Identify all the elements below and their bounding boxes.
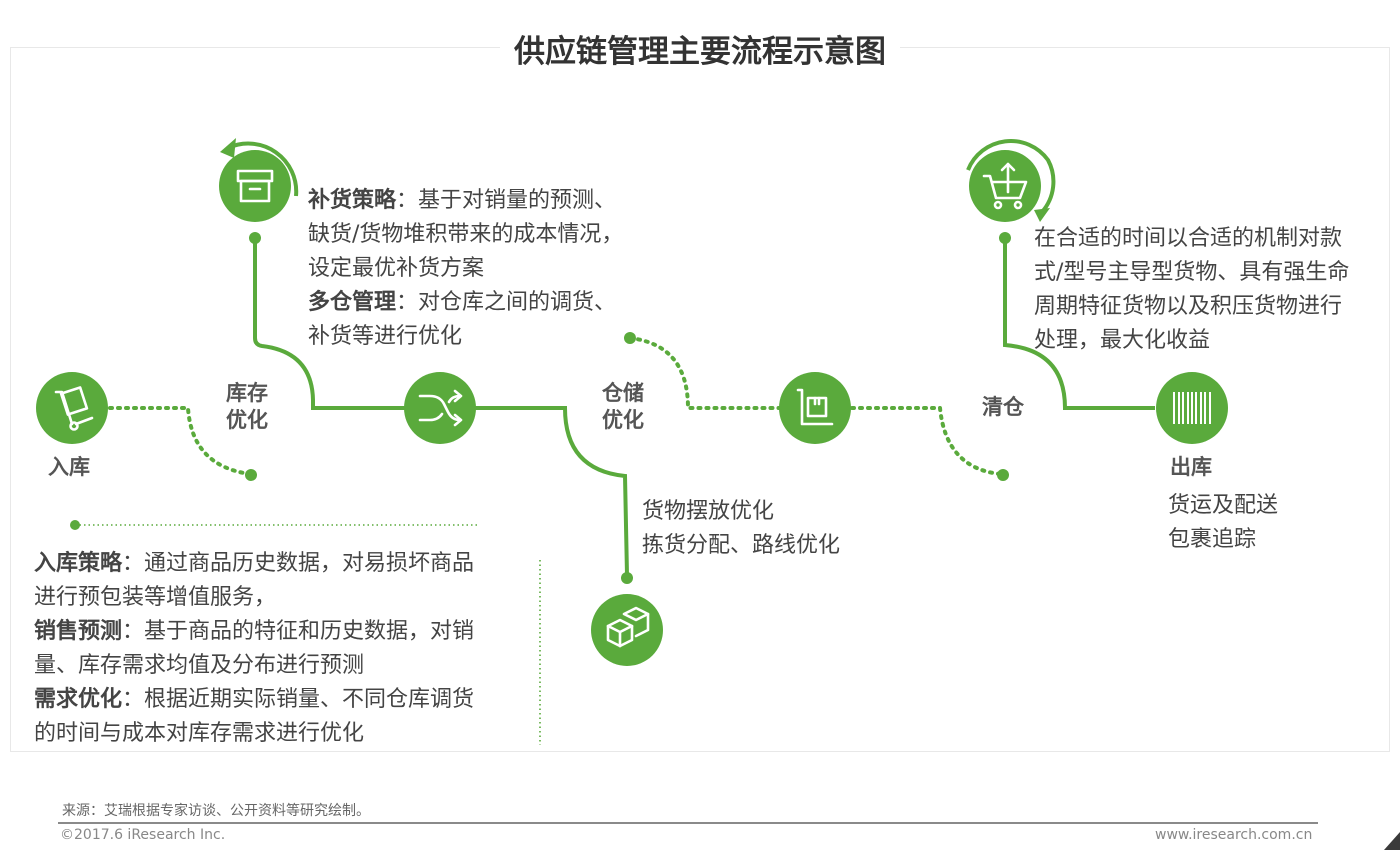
box-icon	[219, 150, 291, 222]
connector-storage	[475, 406, 629, 576]
outbound-line1: 货运及配送	[1168, 493, 1279, 518]
connector-clearance	[1003, 240, 1155, 410]
dot-inbound-guide	[70, 520, 80, 530]
stage-inventory-line1: 库存	[226, 381, 268, 405]
thin-dotted-guides	[75, 524, 541, 745]
replenish-strategy-line3: 设定最优补货方案	[308, 256, 485, 281]
replenish-strategy-label: 补货策略	[308, 188, 397, 213]
stage-warehouse-label: 仓储 优化	[602, 380, 644, 434]
demand-optimization-line2: 的时间与成本对库存需求进行优化	[34, 721, 365, 746]
cycle-arrow-box	[227, 141, 299, 197]
inbound-strategy-label: 入库策略	[34, 551, 123, 576]
sales-forecast-line1: ：基于商品的特征和历史数据，对销	[122, 619, 475, 644]
barcode-icon	[1156, 372, 1228, 444]
outbound-line2: 包裹追踪	[1168, 527, 1257, 552]
cycle-arrows	[220, 138, 1056, 222]
hand-truck-icon	[36, 372, 108, 444]
dotted-connectors	[108, 336, 1002, 476]
multi-warehouse-line2: 补货等进行优化	[308, 324, 463, 349]
stage-outbound-label: 出库	[1170, 455, 1212, 479]
solid-connectors	[253, 240, 1155, 576]
dotted-inbound	[108, 406, 252, 476]
inbound-text: 入库策略：通过商品历史数据，对易损坏商品 进行预包装等增值服务， 销售预测：基于…	[34, 547, 474, 751]
storage-line1: 货物摆放优化	[642, 499, 775, 524]
footer-site-link[interactable]: www.iresearch.com.cn	[1155, 827, 1313, 843]
corner-decoration	[1384, 832, 1400, 850]
sales-forecast-line2: 量、库存需求均值及分布进行预测	[34, 653, 365, 678]
stage-warehouse-line1: 仓储	[602, 381, 644, 405]
shuffle-icon	[404, 372, 476, 444]
footer-source: 来源：艾瑞根据专家访谈、公开资料等研究绘制。	[62, 803, 370, 819]
stage-inventory-label: 库存 优化	[226, 380, 268, 434]
multi-warehouse-line1: ：对仓库之间的调货、	[396, 290, 617, 315]
outbound-text: 货运及配送 包裹追踪	[1168, 489, 1278, 557]
cycle-arrow-cart	[966, 138, 1056, 214]
stacked-boxes-icon	[591, 594, 663, 666]
clearance-line2: 式/型号主导型货物、具有强生命	[1034, 260, 1350, 285]
dot-inventory-top	[249, 232, 261, 244]
warehouse-cart-icon	[779, 372, 851, 444]
footer-copyright: ©2017.6 iResearch Inc.	[60, 827, 226, 843]
replenish-strategy-line2: 缺货/货物堆积带来的成本情况，	[308, 222, 624, 247]
storage-line2: 拣货分配、路线优化	[642, 533, 841, 558]
dotted-clear	[850, 406, 1002, 476]
clearance-line3: 周期特征货物以及积压货物进行	[1034, 294, 1343, 319]
stage-clearance-label: 清仓	[982, 395, 1024, 419]
clearance-text: 在合适的时间以合适的机制对款 式/型号主导型货物、具有强生命 周期特征货物以及积…	[1034, 222, 1349, 358]
dotted-warehouse	[628, 336, 782, 410]
dot-warehouse-start	[624, 332, 636, 344]
clearance-line4: 处理，最大化收益	[1034, 328, 1211, 353]
stage-inventory-line2: 优化	[226, 408, 268, 432]
replenish-strategy-line1: ：基于对销量的预测、	[396, 188, 617, 213]
clearance-line1: 在合适的时间以合适的机制对款	[1034, 226, 1343, 251]
dot-inbound-end	[245, 469, 257, 481]
dot-storage-end	[621, 572, 633, 584]
demand-optimization-label: 需求优化	[34, 687, 123, 712]
dot-clear-end	[997, 469, 1009, 481]
replenish-text: 补货策略：基于对销量的预测、 缺货/货物堆积带来的成本情况， 设定最优补货方案 …	[308, 184, 623, 354]
sales-forecast-label: 销售预测	[34, 619, 123, 644]
demand-optimization-line1: ：根据近期实际销量、不同仓库调货	[122, 687, 475, 712]
connector-inventory	[253, 240, 405, 410]
connector-dots	[70, 232, 1011, 584]
footer-divider	[58, 822, 1318, 824]
multi-warehouse-label: 多仓管理	[308, 290, 397, 315]
page-title: 供应链管理主要流程示意图	[0, 26, 1400, 71]
storage-text: 货物摆放优化 拣货分配、路线优化	[642, 495, 840, 563]
inbound-strategy-line2: 进行预包装等增值服务，	[34, 585, 277, 610]
stage-warehouse-line2: 优化	[602, 408, 644, 432]
inbound-strategy-line1: ：通过商品历史数据，对易损坏商品	[122, 551, 475, 576]
shopping-cart-icon	[969, 150, 1041, 222]
stage-inbound-label: 入库	[48, 455, 90, 479]
dot-clearance-top	[999, 232, 1011, 244]
